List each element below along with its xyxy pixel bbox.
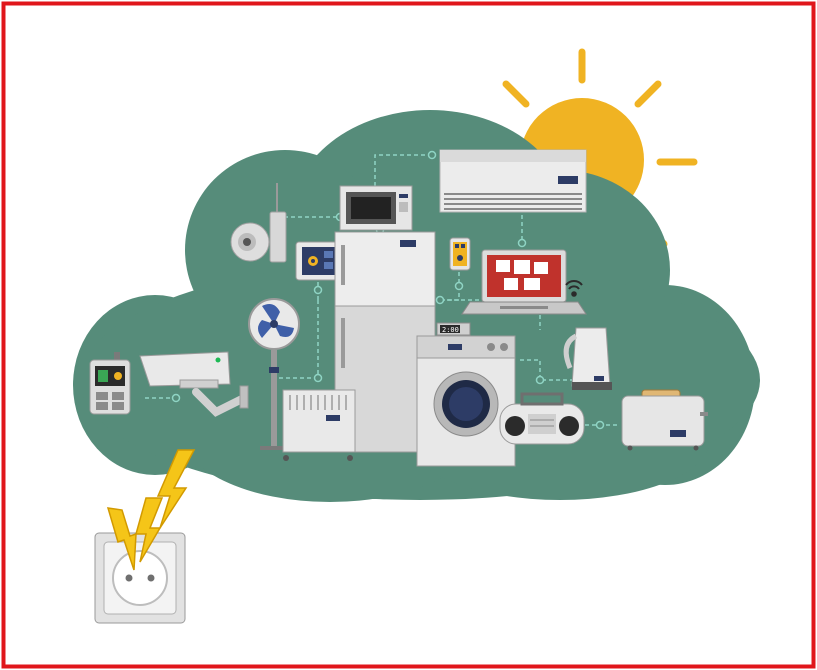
- washing-machine: [416, 335, 516, 467]
- dome-camera: [230, 183, 287, 263]
- power-outlet-icon: [94, 532, 186, 624]
- microwave: [339, 185, 413, 231]
- laptop: [461, 249, 587, 315]
- toaster: [621, 389, 708, 451]
- standing-fan: [248, 298, 300, 450]
- electric-kettle: [563, 327, 612, 390]
- remote-controller: [89, 352, 131, 415]
- lightning-bolt-icon: [106, 449, 196, 571]
- gear-icon: [308, 256, 318, 266]
- router: 2:00: [436, 322, 471, 336]
- wifi-icon: [565, 280, 583, 297]
- heater: [282, 389, 356, 461]
- router-display: 2:00: [442, 326, 459, 334]
- smartphone: [449, 237, 471, 271]
- radio-boombox: [499, 392, 585, 445]
- cctv-camera: [139, 351, 249, 417]
- air-conditioner: [439, 149, 587, 213]
